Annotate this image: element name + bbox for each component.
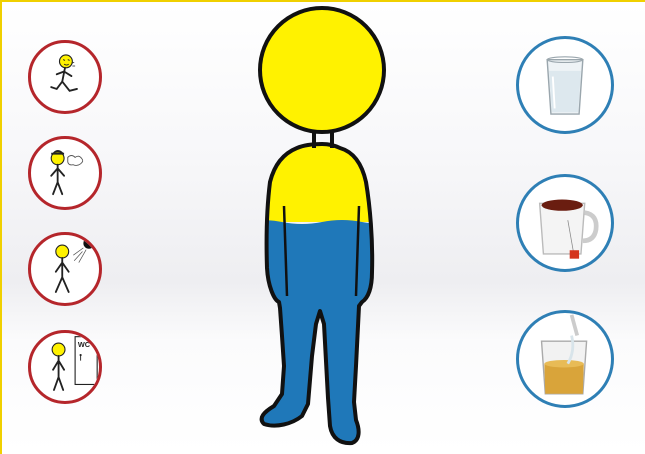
hydration-person-icon [242,6,402,454]
wc-door-person-icon: WC [31,333,99,401]
running-person-icon [31,43,99,111]
tea-cup-icon [519,177,611,269]
hydration-person-figure [242,6,402,454]
wc-sign: WC [78,340,91,349]
tea-cup-panel [516,174,614,272]
running-person-panel [28,40,102,114]
drink-glass-icon [519,313,611,405]
water-glass-panel [516,36,614,134]
drink-glass-panel [516,310,614,408]
sun-person-panel [28,232,102,306]
cold-person-panel [28,136,102,210]
cold-breath-person-icon [31,139,99,207]
hot-sun-person-icon [31,235,99,303]
water-glass-icon [519,39,611,131]
toilet-person-panel: WC [28,330,102,404]
